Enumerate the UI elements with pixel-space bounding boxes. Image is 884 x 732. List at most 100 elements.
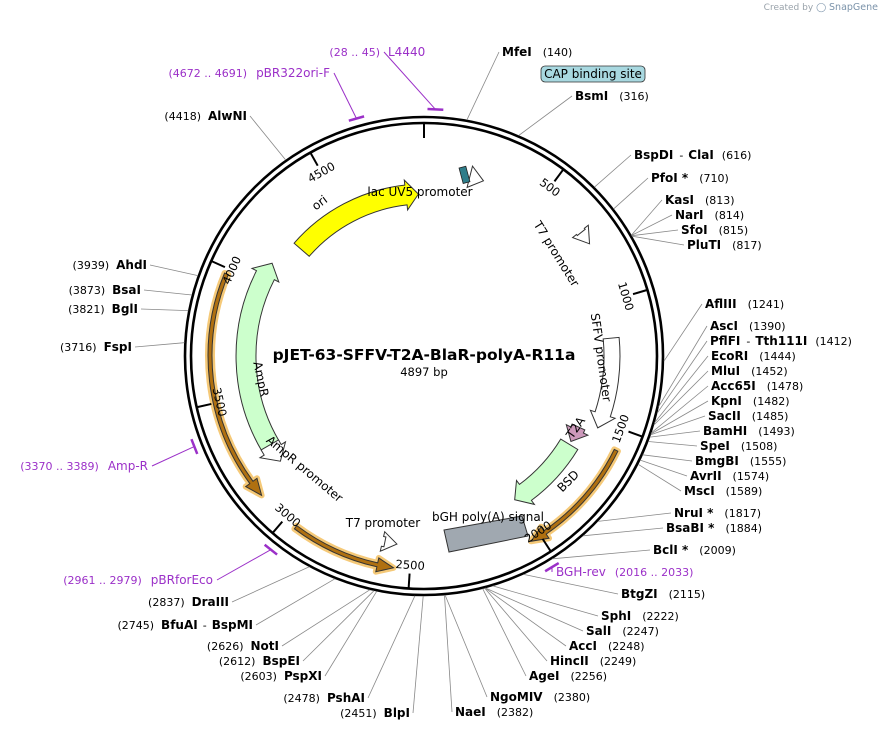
primer-leader-line — [333, 72, 357, 119]
enzyme-site[interactable]: BspMI-BfuAI(2745) — [117, 618, 253, 632]
enzyme-leader-line — [492, 585, 599, 617]
t2a-label: T2A — [563, 414, 589, 442]
enzyme-name: Acc65I — [711, 379, 756, 393]
enzyme-site[interactable]: AscI(1390) — [710, 319, 786, 333]
enzyme-site[interactable]: BlpI(2451) — [340, 706, 410, 720]
enzyme-site[interactable]: KasI(813) — [665, 193, 735, 207]
enzyme-site[interactable]: Acc65I(1478) — [711, 379, 803, 393]
snapgene-logo-icon: ◯ — [816, 3, 827, 13]
enzyme-site[interactable]: BamHI(1493) — [703, 424, 795, 438]
snapgene-credit: Created by ◯ SnapGene — [764, 2, 878, 13]
enzyme-position: (2612) — [219, 655, 256, 668]
primer-site[interactable]: pBRforEco(2961 .. 2979) — [63, 543, 278, 587]
labels-layer: MfeI(140) BsmI(316) BspDI-ClaI(616) PfoI *(… — [20, 45, 852, 720]
enzyme-site[interactable]: KpnI(1482) — [711, 394, 789, 408]
enzyme-site[interactable]: MscI(1589) — [684, 484, 762, 498]
enzyme-leader-line — [518, 95, 573, 136]
enzyme-name: SalI — [586, 624, 611, 638]
enzyme-site[interactable]: FspI(3716) — [60, 340, 132, 354]
enzyme-position: (1508) — [741, 440, 778, 453]
enzyme-site[interactable]: PflFI-Tth111I(1412) — [710, 334, 852, 348]
enzyme-name: BspDI — [634, 148, 673, 162]
enzyme-site[interactable]: PfoI *(710) — [651, 171, 729, 185]
enzyme-separator: - — [746, 335, 750, 348]
t7-promoter-label-b: T7 promoter — [345, 516, 421, 530]
enzyme-site[interactable]: MluI(1452) — [711, 364, 788, 378]
tick-mark — [196, 402, 212, 409]
tick-label: 4500 — [305, 159, 337, 186]
enzyme-site[interactable]: NotI(2626) — [207, 639, 279, 653]
primer-marker — [348, 115, 365, 122]
enzyme-site[interactable]: SpeI(1508) — [700, 439, 777, 453]
primer-marker — [427, 107, 444, 112]
tick-mark — [541, 538, 552, 553]
enzyme-site[interactable]: BspDI-ClaI(616) — [634, 148, 751, 162]
enzyme-leader-line — [412, 595, 424, 714]
enzyme-leader-line — [466, 51, 500, 121]
enzyme-site[interactable]: EcoRI(1444) — [711, 349, 796, 363]
enzyme-site[interactable]: PluTI(817) — [687, 238, 762, 252]
enzyme-position: (1574) — [733, 470, 770, 483]
enzyme-site[interactable]: BmgBI(1555) — [695, 454, 786, 468]
enzyme-position: (316) — [619, 90, 649, 103]
enzyme-leader-line — [653, 370, 709, 426]
primer-site[interactable]: pBR322ori-F(4672 .. 4691) — [169, 66, 365, 122]
enzyme-site[interactable]: AlwNI(4418) — [164, 109, 247, 123]
enzyme-site[interactable]: AgeI(2256) — [529, 669, 607, 683]
enzyme-leader-line — [484, 587, 548, 662]
enzyme-site[interactable]: DraIII(2837) — [148, 595, 229, 609]
enzyme-site[interactable]: BsmI(316) — [575, 89, 649, 103]
enzyme-site[interactable]: NruI *(1817) — [674, 506, 761, 520]
enzyme-name: BtgZI — [621, 587, 658, 601]
enzyme-position: (1493) — [758, 425, 795, 438]
ampr-feature — [235, 262, 280, 452]
tick-label: 500 — [537, 175, 563, 199]
enzyme-site[interactable]: PspXI(2603) — [240, 669, 322, 683]
enzyme-site[interactable]: AvrII(1574) — [690, 469, 769, 483]
plasmid-length: 4897 bp — [400, 365, 448, 379]
primer-position: (28 .. 45) — [329, 46, 380, 59]
enzyme-name: KpnI — [711, 394, 742, 408]
enzyme-site[interactable]: PshAI(2478) — [283, 691, 365, 705]
tick-mark — [632, 288, 648, 296]
enzyme-site[interactable]: NgoMIV(2380) — [490, 690, 590, 704]
enzyme-site[interactable]: SacII(1485) — [708, 409, 788, 423]
enzyme-site[interactable]: AflIII(1241) — [705, 297, 784, 311]
enzyme-site[interactable]: HincII(2249) — [550, 654, 636, 668]
enzyme-site[interactable]: NarI(814) — [675, 208, 744, 222]
enzyme-site[interactable]: NaeI(2382) — [455, 705, 533, 719]
primer-site[interactable]: (28 .. 45)L4440 — [329, 45, 444, 112]
enzyme-site[interactable]: SphI(2222) — [601, 609, 679, 623]
enzyme-site[interactable]: SalI(2247) — [586, 624, 659, 638]
enzyme-name: BlpI — [384, 706, 410, 720]
enzyme-separator: - — [679, 149, 683, 162]
enzyme-position: (2248) — [608, 640, 645, 653]
tick-mark — [407, 573, 411, 589]
enzyme-site[interactable]: BsaBI *(1884) — [666, 521, 762, 535]
enzyme-position: (1485) — [752, 410, 789, 423]
enzyme-site[interactable]: BtgZI(2115) — [621, 587, 705, 601]
enzyme-position: (2222) — [642, 610, 679, 623]
enzyme-site[interactable]: AhdI(3939) — [73, 258, 147, 272]
enzyme-site[interactable]: BclI *(2009) — [653, 543, 736, 557]
plasmid-name: pJET-63-SFFV-T2A-BlaR-polyA-R11a — [273, 346, 576, 364]
enzyme-name: MfeI — [502, 45, 532, 59]
enzyme-site[interactable]: BsaI(3873) — [69, 283, 141, 297]
ampr-promoter-label: AmpR promoter — [264, 433, 346, 505]
enzyme-site[interactable]: MfeI(140) — [502, 45, 572, 59]
enzyme-leader-line — [642, 454, 693, 462]
credit-brand: SnapGene — [829, 2, 878, 13]
enzyme-site[interactable]: BspEI(2612) — [219, 654, 300, 668]
enzyme-position: (4418) — [164, 110, 201, 123]
enzyme-site[interactable]: BglI(3821) — [68, 302, 138, 316]
tick-mark — [271, 521, 284, 534]
bgh-feature — [443, 515, 529, 553]
enzyme-position: (2380) — [554, 691, 591, 704]
primer-site[interactable]: Amp-R(3370 .. 3389) — [20, 438, 199, 473]
enzyme-site[interactable]: SfoI(815) — [681, 223, 748, 237]
credit-prefix: Created by — [763, 3, 814, 13]
primer-site[interactable]: BGH-rev(2016 .. 2033) — [544, 561, 693, 579]
tick-label: 4000 — [219, 254, 244, 286]
enzyme-site[interactable]: AccI(2248) — [569, 639, 645, 653]
